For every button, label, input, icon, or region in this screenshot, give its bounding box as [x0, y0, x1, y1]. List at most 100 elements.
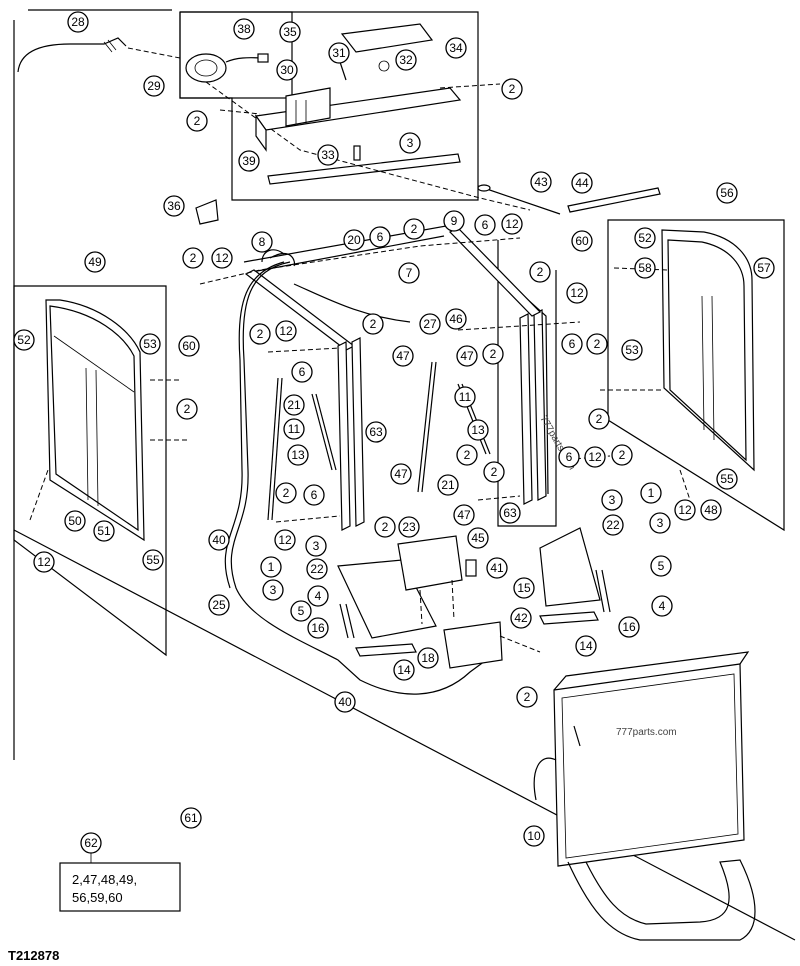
- part-29-dome-light: [185, 53, 531, 211]
- callout-2-m: 2: [483, 461, 505, 483]
- svg-text:35: 35: [283, 25, 297, 39]
- callout-29: 29: [143, 75, 165, 97]
- svg-text:2: 2: [184, 402, 191, 416]
- svg-text:29: 29: [147, 79, 161, 93]
- svg-text:11: 11: [288, 422, 301, 436]
- callout-2-n: 2: [611, 444, 633, 466]
- callout-62: 62: [80, 832, 102, 854]
- svg-text:63: 63: [369, 425, 383, 439]
- callout-52-right: 52: [634, 227, 656, 249]
- callout-13-b: 13: [287, 444, 309, 466]
- svg-text:2: 2: [491, 465, 498, 479]
- callout-14-a: 14: [575, 635, 597, 657]
- watermark-text: 777parts.com: [616, 727, 677, 738]
- svg-text:47: 47: [460, 349, 474, 363]
- part-43-wiper-arm: [477, 184, 561, 215]
- callout-50: 50: [64, 510, 86, 532]
- svg-text:46: 46: [449, 312, 463, 326]
- callout-12-d: 12: [566, 282, 588, 304]
- callout-43: 43: [530, 171, 552, 193]
- svg-text:20: 20: [347, 233, 361, 247]
- svg-text:51: 51: [97, 524, 111, 538]
- callout-8: 8: [251, 231, 273, 253]
- svg-text:10: 10: [527, 829, 541, 843]
- svg-text:31: 31: [332, 46, 346, 60]
- kit-line-2: 56,59,60: [72, 890, 123, 905]
- svg-text:18: 18: [421, 651, 435, 665]
- svg-text:27: 27: [423, 317, 437, 331]
- svg-text:12: 12: [278, 533, 292, 547]
- svg-text:36: 36: [167, 199, 181, 213]
- svg-text:2: 2: [411, 222, 418, 236]
- callout-39: 39: [238, 150, 260, 172]
- svg-text:13: 13: [291, 448, 305, 462]
- svg-text:5: 5: [658, 559, 665, 573]
- callout-35: 35: [279, 21, 301, 43]
- svg-text:2: 2: [594, 337, 601, 351]
- callout-46: 46: [445, 308, 467, 330]
- svg-text:15: 15: [517, 581, 531, 595]
- callout-55-right: 55: [716, 468, 738, 490]
- svg-text:14: 14: [579, 639, 593, 653]
- callout-36: 36: [163, 195, 185, 217]
- callout-48: 48: [700, 499, 722, 521]
- svg-text:44: 44: [575, 176, 589, 190]
- svg-text:12: 12: [279, 324, 293, 338]
- callout-5-b: 5: [650, 555, 672, 577]
- svg-text:42: 42: [514, 611, 528, 625]
- svg-text:41: 41: [490, 561, 504, 575]
- callout-3-a: 3: [399, 132, 421, 154]
- callout-55-left: 55: [142, 549, 164, 571]
- callout-3-c: 3: [649, 512, 671, 534]
- callout-16-b: 16: [618, 616, 640, 638]
- callout-44: 44: [571, 172, 593, 194]
- callout-31: 31: [328, 42, 350, 64]
- callout-22-b: 22: [306, 558, 328, 580]
- svg-text:6: 6: [299, 365, 306, 379]
- svg-text:2: 2: [596, 412, 603, 426]
- callout-2-f: 2: [176, 398, 198, 420]
- callout-11-a: 11: [283, 418, 305, 440]
- callout-21-a: 21: [283, 394, 305, 416]
- svg-text:3: 3: [407, 136, 414, 150]
- callout-2-i: 2: [482, 343, 504, 365]
- callout-2-p: 2: [374, 516, 396, 538]
- callout-56: 56: [716, 182, 738, 204]
- svg-text:55: 55: [720, 472, 734, 486]
- svg-text:52: 52: [17, 333, 31, 347]
- callout-22-a: 22: [602, 514, 624, 536]
- callout-2-b: 2: [186, 110, 208, 132]
- svg-text:2: 2: [190, 251, 197, 265]
- callout-47-d: 47: [453, 504, 475, 526]
- part-40-harness: [224, 261, 501, 695]
- part-28-cable: [17, 37, 181, 73]
- callout-4-b: 4: [651, 595, 673, 617]
- part-39-seal: [267, 153, 461, 185]
- svg-text:2: 2: [194, 114, 201, 128]
- callout-2-e: 2: [182, 247, 204, 269]
- svg-text:8: 8: [259, 235, 266, 249]
- svg-text:13: 13: [471, 423, 485, 437]
- svg-text:1: 1: [648, 486, 655, 500]
- callout-58: 58: [634, 257, 656, 279]
- callout-20: 20: [343, 229, 365, 251]
- svg-text:2: 2: [619, 448, 626, 462]
- svg-text:61: 61: [184, 811, 198, 825]
- svg-text:57: 57: [757, 261, 771, 275]
- callout-14-b: 14: [393, 659, 415, 681]
- callout-2-k: 2: [588, 408, 610, 430]
- callout-2-l: 2: [456, 444, 478, 466]
- svg-text:34: 34: [449, 41, 463, 55]
- callout-12-h: 12: [33, 551, 55, 573]
- svg-text:47: 47: [394, 467, 408, 481]
- svg-text:21: 21: [441, 478, 455, 492]
- callout-28: 28: [67, 11, 89, 33]
- svg-text:2: 2: [382, 520, 389, 534]
- callout-2-j: 2: [586, 333, 608, 355]
- svg-text:56: 56: [720, 186, 734, 200]
- callout-6-c: 6: [291, 361, 313, 383]
- svg-text:62: 62: [84, 836, 98, 850]
- callout-2-c: 2: [403, 218, 425, 240]
- svg-text:43: 43: [534, 175, 548, 189]
- kit-line-1: 2,47,48,49,: [72, 872, 137, 887]
